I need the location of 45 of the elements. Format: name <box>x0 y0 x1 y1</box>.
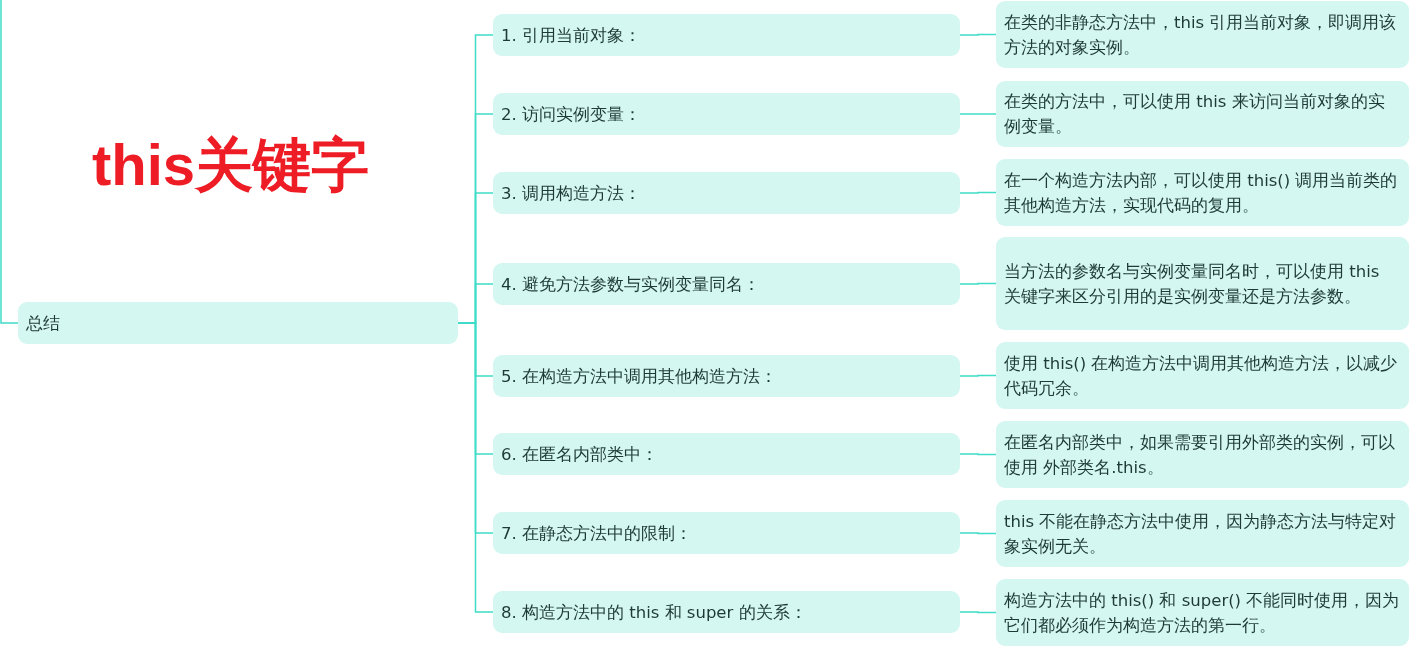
connector-line <box>959 374 997 377</box>
topic-box <box>493 355 960 397</box>
topic-box <box>996 579 1409 646</box>
diagram-title: this关键字 <box>92 132 370 198</box>
topic-box <box>996 342 1409 409</box>
topic-box <box>493 263 960 305</box>
topic-box <box>493 591 960 633</box>
topic-box <box>996 159 1409 226</box>
topic-box <box>996 421 1409 488</box>
topic-text: 在类的非静态方法中，this 引用当前对象，即调用该方法的对象实例。 <box>1004 11 1398 59</box>
topic-box <box>493 93 960 135</box>
connector-line <box>0 0 19 324</box>
topic-text: 在一个构造方法内部，可以使用 this() 调用当前类的其他构造方法，实现代码的复用。 <box>1004 169 1399 217</box>
topic-box <box>996 81 1409 147</box>
topic-text: 总结 <box>26 312 60 335</box>
topic-box <box>996 1 1409 68</box>
connector-line <box>959 282 997 285</box>
topic-box <box>996 500 1409 567</box>
connector-line <box>959 113 997 115</box>
topic-box <box>493 433 960 475</box>
connector-line <box>959 191 997 194</box>
topic-text: 4. 避免方法参数与实例变量同名： <box>501 273 760 296</box>
topic-text: 当方法的参数名与实例变量同名时，可以使用 this 关键字来区分引用的是实例变量还是方法参数。 <box>1004 260 1381 308</box>
topic-text: this 不能在静态方法中使用，因为静态方法与特定对象实例无关。 <box>1004 510 1398 558</box>
connector-line <box>959 453 997 456</box>
topic-text: 使用 this() 在构造方法中调用其他构造方法，以减少代码冗余。 <box>1004 352 1399 400</box>
topic-box <box>18 302 458 344</box>
connector-line <box>457 322 494 613</box>
topic-text: 1. 引用当前对象： <box>501 24 641 47</box>
topic-text: 在匿名内部类中，如果需要引用外部类的实例，可以使用 外部类名.this。 <box>1004 431 1396 479</box>
connector-line <box>959 532 997 535</box>
topic-text: 构造方法中的 this() 和 super() 不能同时使用，因为它们都必须作为构造方法的第一行。 <box>1004 589 1401 637</box>
topic-text: 2. 访问实例变量： <box>501 103 641 126</box>
topic-box <box>493 14 960 56</box>
topic-text: 在类的方法中，可以使用 this 来访问当前对象的实例变量。 <box>1004 91 1386 138</box>
topic-box <box>493 512 960 554</box>
topic-text: 5. 在构造方法中调用其他构造方法： <box>501 365 777 388</box>
connector-line <box>959 611 997 614</box>
connector-line <box>959 33 997 36</box>
topic-box <box>996 237 1409 330</box>
topic-text: 3. 调用构造方法： <box>501 182 641 205</box>
topic-text: 7. 在静态方法中的限制： <box>501 522 692 545</box>
topic-text: 8. 构造方法中的 this 和 super 的关系： <box>501 601 807 624</box>
topic-text: 6. 在匿名内部类中： <box>501 443 658 466</box>
topic-box <box>493 172 960 214</box>
